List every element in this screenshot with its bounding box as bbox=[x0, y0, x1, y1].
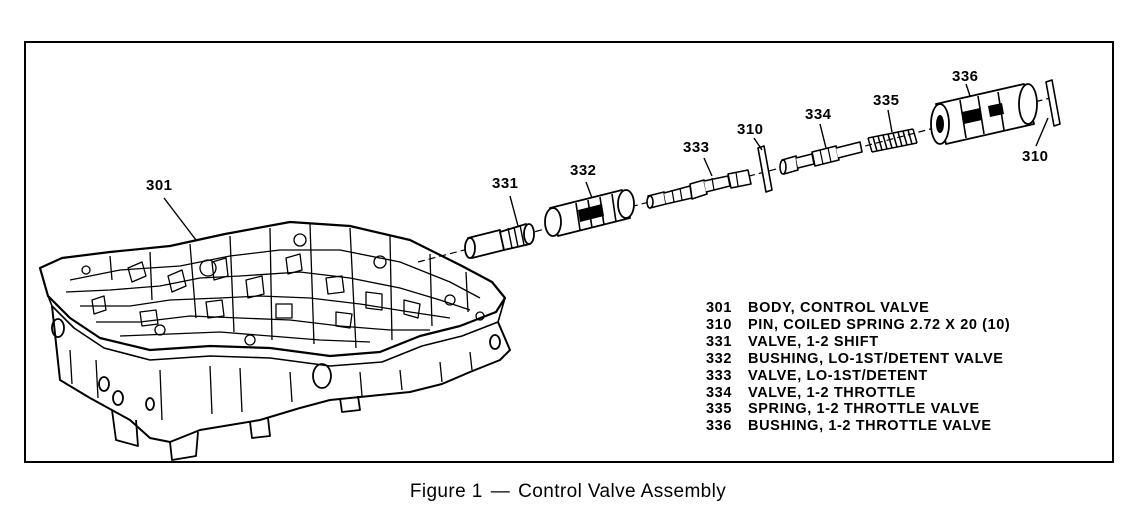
leader-334 bbox=[819, 123, 827, 149]
leader-333 bbox=[703, 157, 713, 177]
legend-part-description: BUSHING, LO-1ST/DETENT VALVE bbox=[748, 350, 1004, 367]
legend-row: 301 BODY, CONTROL VALVE bbox=[706, 300, 1010, 317]
leader-335 bbox=[887, 109, 893, 133]
legend-part-number: 332 bbox=[706, 350, 732, 367]
legend-row: 310 PIN, COILED SPRING 2.72 X 20 (10) bbox=[706, 317, 1010, 334]
legend-row: 333 VALVE, LO-1ST/DETENT bbox=[706, 368, 1010, 385]
legend-row: 334 VALVE, 1-2 THROTTLE bbox=[706, 385, 1010, 402]
callout-310-left: 310 bbox=[737, 121, 764, 138]
legend-row: 331 VALVE, 1-2 SHIFT bbox=[706, 334, 1010, 351]
callout-310-right: 310 bbox=[1022, 148, 1049, 165]
valve-1-2-shift-331 bbox=[464, 223, 535, 259]
legend-part-number: 301 bbox=[706, 300, 732, 316]
legend-part-description: PIN, COILED SPRING 2.72 X 20 (10) bbox=[748, 316, 1011, 333]
control-valve-body-301 bbox=[38, 220, 511, 461]
leader-336 bbox=[965, 83, 971, 97]
leader-301 bbox=[163, 197, 197, 241]
bushing-lo-1st-detent-332 bbox=[544, 189, 635, 237]
figure-number: Figure 1 bbox=[409, 481, 483, 502]
legend-part-description: VALVE, 1-2 THROTTLE bbox=[748, 384, 916, 401]
parts-legend: 301 BODY, CONTROL VALVE 310 PIN, COILED SP… bbox=[706, 300, 1010, 435]
leader-lines bbox=[163, 83, 1049, 241]
leader-310-left bbox=[753, 137, 763, 151]
legend-part-number: 335 bbox=[706, 401, 732, 418]
legend-part-description: VALVE, LO-1ST/DETENT bbox=[748, 367, 928, 384]
leader-331 bbox=[509, 195, 519, 227]
figure-caption: Figure 1 — Control Valve Assembly bbox=[0, 481, 1136, 503]
legend-part-number: 310 bbox=[706, 316, 732, 333]
legend-part-description: BUSHING, 1-2 THROTTLE VALVE bbox=[748, 418, 992, 435]
caption-dash: — bbox=[490, 481, 511, 502]
valve-1-2-throttle-334 bbox=[779, 141, 863, 175]
callout-332: 332 bbox=[570, 162, 597, 179]
callout-336: 336 bbox=[952, 68, 979, 85]
legend-row: 336 BUSHING, 1-2 THROTTLE VALVE bbox=[706, 418, 1010, 435]
figure-title: Control Valve Assembly bbox=[518, 481, 727, 502]
legend-part-description: BODY, CONTROL VALVE bbox=[748, 300, 930, 316]
callout-331: 331 bbox=[492, 175, 519, 192]
coiled-spring-pin-310-left bbox=[757, 145, 773, 193]
valve-lo-1st-detent-333 bbox=[646, 169, 752, 209]
legend-part-description: VALVE, 1-2 SHIFT bbox=[748, 333, 879, 350]
leader-332 bbox=[585, 181, 593, 199]
callout-333: 333 bbox=[683, 139, 710, 156]
callout-335: 335 bbox=[873, 92, 900, 109]
callout-301: 301 bbox=[146, 177, 173, 194]
spring-1-2-throttle-335 bbox=[867, 128, 918, 153]
legend-row: 335 SPRING, 1-2 THROTTLE VALVE bbox=[706, 401, 1010, 418]
legend-part-number: 331 bbox=[706, 333, 732, 350]
legend-part-number: 333 bbox=[706, 367, 732, 384]
callout-334: 334 bbox=[805, 106, 832, 123]
leader-310-right bbox=[1035, 117, 1049, 147]
bushing-1-2-throttle-336 bbox=[930, 83, 1038, 145]
legend-part-number: 336 bbox=[706, 418, 732, 435]
legend-row: 332 BUSHING, LO-1ST/DETENT VALVE bbox=[706, 351, 1010, 368]
legend-part-description: SPRING, 1-2 THROTTLE VALVE bbox=[748, 401, 980, 418]
coiled-spring-pin-310-right bbox=[1045, 79, 1061, 127]
legend-part-number: 334 bbox=[706, 384, 732, 401]
figure-frame bbox=[24, 41, 1114, 463]
